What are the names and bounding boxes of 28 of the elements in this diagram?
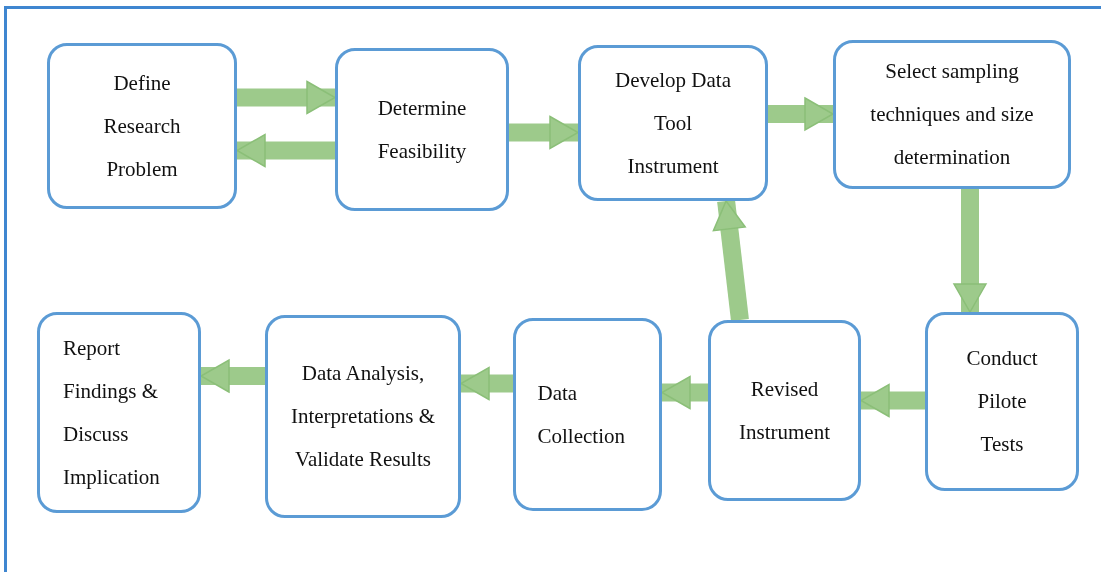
process-box [265,315,461,518]
block-arrow [237,80,336,115]
block-arrow [860,383,925,418]
process-box [833,40,1071,189]
block-arrow [661,375,708,410]
process-box [335,48,509,211]
process-box [925,312,1079,491]
step-text: Define Research Problem [102,69,182,183]
step-text: Report Findings & Discuss Implication [63,334,161,491]
step-text: Data Analysis, Interpretations & Validate Results [289,360,436,473]
process-box [578,45,768,201]
step-text: Data Collection [537,379,626,450]
step-text: Determine Feasibility [376,94,468,165]
block-arrow [460,366,513,401]
process-box [513,318,662,511]
block-arrow [953,189,987,313]
process-box [47,43,237,209]
block-arrow [712,199,749,322]
block-arrow [200,359,265,393]
process-box [708,320,861,501]
step-text: Conduct Pilote Tests [965,345,1039,458]
process-box [37,312,201,513]
step-text: Select sampling techniques and size determination [869,58,1035,171]
block-arrow [768,97,834,131]
step-text: Revised Instrument [738,375,831,446]
step-text: Develop Data Tool Instrument [613,66,732,180]
block-arrow [236,133,335,168]
block-arrow [509,115,579,150]
